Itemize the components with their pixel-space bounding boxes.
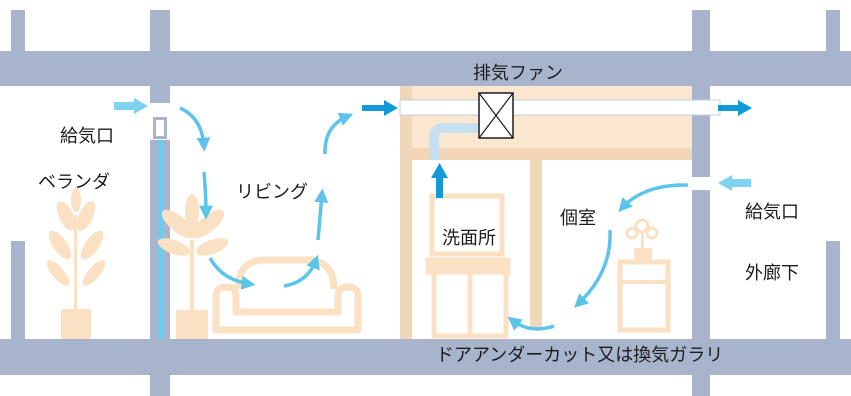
- supply-arrow-left: [114, 98, 148, 114]
- supply-vent-face: [156, 120, 164, 136]
- exhaust-duct: [399, 99, 721, 116]
- duct-branch: [429, 123, 480, 160]
- ceiling-joist: [400, 148, 692, 160]
- label-living-room: リビング: [236, 182, 308, 203]
- exhaust-fan-unit: [478, 92, 514, 139]
- label-washroom: 洗面所: [442, 228, 496, 249]
- label-supply-vent-right: 給気口: [745, 202, 799, 223]
- supply-arrow-right: [718, 175, 751, 191]
- building-structure: [0, 10, 851, 396]
- washroom-updraft-arrow: [431, 163, 448, 198]
- vanity-illustration: [425, 193, 511, 339]
- partition-wall-left: [400, 86, 412, 339]
- duct-intake-arrow: [362, 100, 398, 116]
- label-supply-vent-left: 給気口: [60, 126, 114, 147]
- side-table-illustration: [617, 218, 671, 333]
- label-door-undercut: ドアアンダーカット又は換気ガラリ: [436, 345, 724, 366]
- label-exhaust-fan: 排気ファン: [473, 63, 563, 84]
- label-veranda: ベランダ: [38, 172, 110, 193]
- label-outer-corridor: 外廊下: [745, 263, 799, 284]
- airflow-path: [179, 106, 689, 331]
- partition-wall-right: [530, 160, 542, 329]
- exhaust-arrow-out: [718, 100, 752, 116]
- veranda-plant-illustration: [46, 188, 106, 339]
- sofa-illustration: [212, 256, 362, 334]
- living-plant-illustration: [157, 194, 229, 339]
- label-private-room: 個室: [560, 208, 596, 229]
